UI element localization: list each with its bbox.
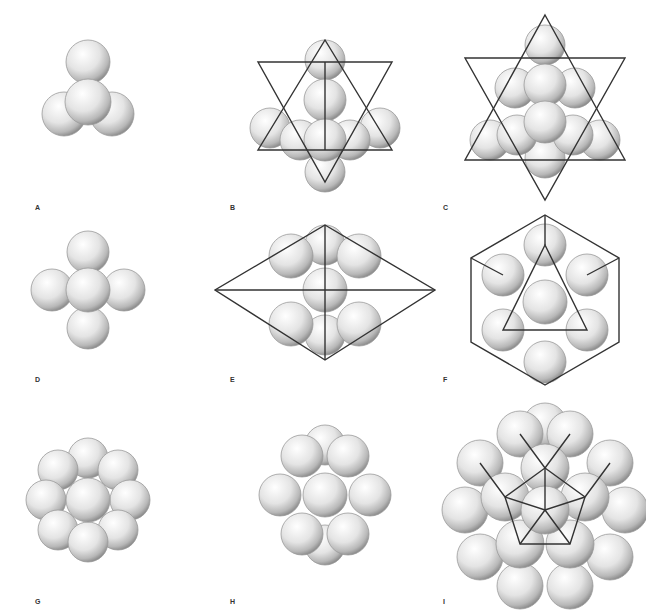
panel-e — [215, 225, 435, 360]
panel-letter: C — [443, 204, 448, 212]
panel-letter: A — [35, 204, 40, 212]
panel-letter: E — [230, 376, 235, 384]
panel-letter: F — [443, 376, 447, 384]
panel-d — [31, 231, 145, 349]
panel-letter: B — [230, 204, 235, 212]
panel-letter: D — [35, 376, 40, 384]
panel-letter: H — [230, 598, 235, 606]
panel-letter: I — [443, 598, 445, 606]
panel-c — [465, 15, 625, 200]
panel-b — [250, 40, 400, 192]
panel-h — [259, 425, 391, 565]
panel-a — [42, 40, 134, 136]
panel-f — [471, 215, 619, 385]
panel-i — [442, 403, 646, 609]
panel-g — [26, 438, 150, 562]
panel-letter: G — [35, 598, 40, 606]
